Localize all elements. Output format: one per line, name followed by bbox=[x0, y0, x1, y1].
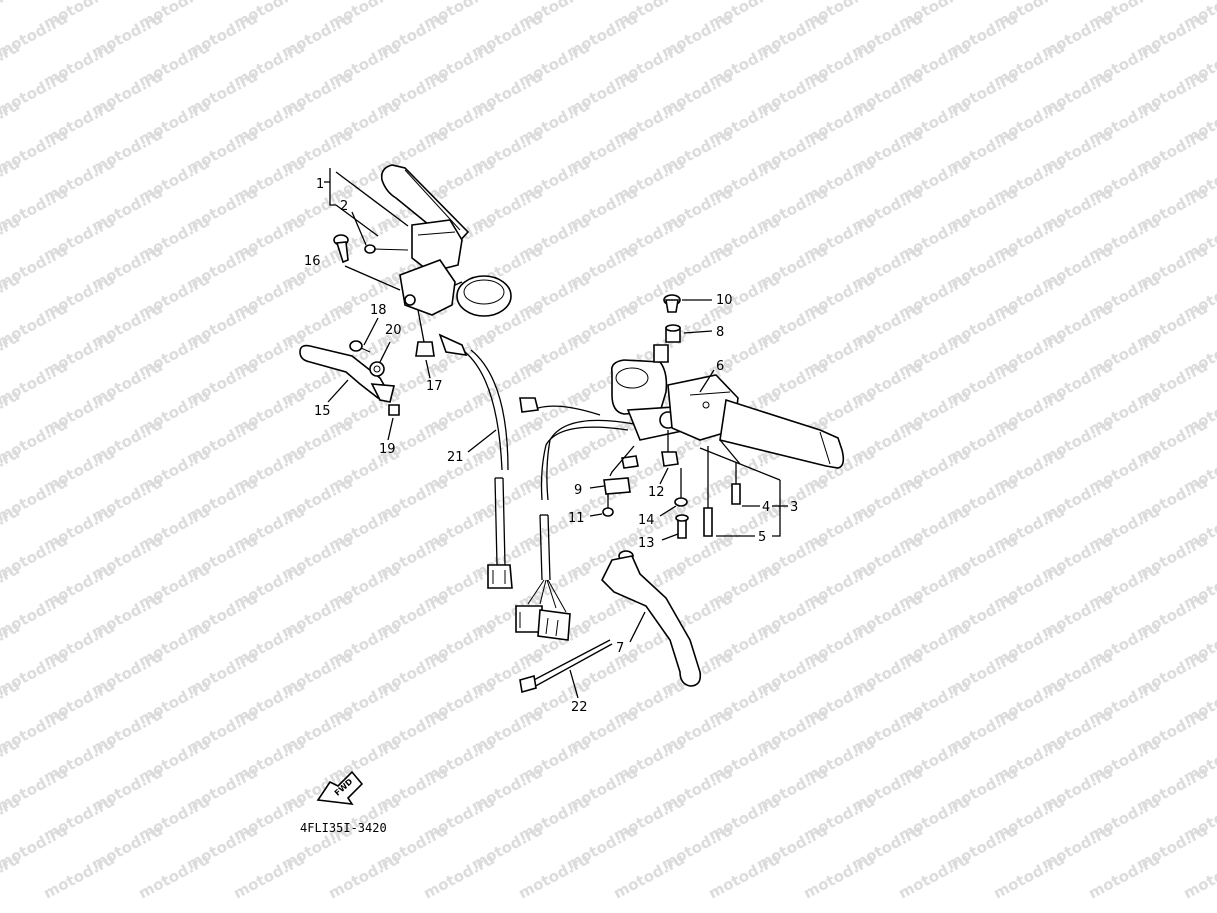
part-10-screw bbox=[663, 294, 681, 313]
callout-11: 11 bbox=[568, 511, 585, 526]
leader-18 bbox=[363, 317, 379, 346]
leader-2 bbox=[351, 211, 367, 246]
callout-18: 18 bbox=[370, 303, 387, 318]
callout-1: 1 bbox=[316, 177, 324, 192]
part-8-bushing bbox=[665, 324, 681, 343]
part-4-screw bbox=[731, 462, 741, 505]
leader-15 bbox=[327, 379, 349, 403]
part-18-bolt bbox=[349, 340, 371, 353]
leader-12 bbox=[659, 467, 669, 485]
part-9-front-brake-switch bbox=[603, 445, 639, 495]
part-14-washer bbox=[674, 468, 688, 507]
watermark-text: motod.ru bbox=[420, 850, 497, 902]
watermark-text: motod.ru bbox=[135, 850, 212, 902]
callout-9: 9 bbox=[574, 483, 582, 498]
callout-22: 22 bbox=[571, 700, 588, 715]
callout-3: 3 bbox=[790, 500, 798, 515]
right-handlebar-grip bbox=[719, 398, 845, 469]
part-16-bolt bbox=[333, 234, 349, 264]
callout-16: 16 bbox=[304, 254, 321, 269]
callout-12: 12 bbox=[648, 485, 665, 500]
part-12-nut bbox=[661, 430, 679, 467]
part-17-grommet bbox=[415, 309, 435, 357]
leader-19 bbox=[387, 417, 394, 441]
part-13-bolt bbox=[675, 514, 689, 539]
leader-22 bbox=[569, 669, 579, 699]
callout-17: 17 bbox=[426, 379, 443, 394]
part-19-nut bbox=[388, 404, 400, 416]
part-22-cable-tie bbox=[519, 639, 613, 694]
watermark-text: motod.ru bbox=[895, 850, 972, 902]
leader-7 bbox=[629, 611, 646, 643]
bracket-1 bbox=[329, 168, 336, 206]
callout-5: 5 bbox=[758, 530, 766, 545]
part-11-screw bbox=[602, 494, 614, 517]
callout-2: 2 bbox=[340, 199, 348, 214]
callout-14: 14 bbox=[638, 513, 655, 528]
leader-1b bbox=[335, 204, 379, 237]
leader-14 bbox=[659, 505, 677, 517]
watermark-text: motod.ru bbox=[705, 850, 782, 902]
callout-6: 6 bbox=[716, 359, 724, 374]
callout-7: 7 bbox=[616, 641, 624, 656]
watermark-text: motod.ru bbox=[990, 850, 1067, 902]
watermark-text: motod.ru bbox=[610, 850, 687, 902]
callout-4: 4 bbox=[762, 500, 770, 515]
leader-17 bbox=[425, 359, 431, 379]
callout-21: 21 bbox=[447, 450, 464, 465]
watermark-text: motod.ru bbox=[40, 850, 117, 902]
leader-1a bbox=[335, 171, 409, 227]
part-20-bushing bbox=[369, 361, 385, 377]
watermark-text: motod.ru bbox=[515, 850, 592, 902]
watermark-text: motod.ru bbox=[230, 850, 307, 902]
callout-19: 19 bbox=[379, 442, 396, 457]
watermark-text: motod.ru bbox=[1085, 850, 1162, 902]
part-2-screw bbox=[364, 244, 409, 254]
leader-6 bbox=[699, 369, 715, 393]
leader-16 bbox=[344, 265, 401, 291]
left-clutch-lever bbox=[299, 344, 396, 403]
part-7-brake-lever bbox=[601, 550, 702, 687]
leader-8 bbox=[683, 330, 713, 334]
left-switch-housing bbox=[411, 219, 463, 273]
leader-21 bbox=[467, 429, 497, 453]
watermark-text: motod.ru bbox=[0, 0, 23, 33]
part-21-clutch-cable bbox=[438, 333, 513, 589]
callout-13: 13 bbox=[638, 536, 655, 551]
leader-3c bbox=[719, 439, 741, 465]
diagram-code: 4FLI35I-3420 bbox=[300, 821, 387, 835]
watermark-text: motod.ru bbox=[1180, 850, 1217, 902]
part-5-screw bbox=[703, 446, 713, 537]
watermark-text: motod.ru bbox=[325, 850, 402, 902]
callout-20: 20 bbox=[385, 323, 402, 338]
watermark-text: motod.ru bbox=[800, 850, 877, 902]
callout-8: 8 bbox=[716, 325, 724, 340]
callout-15: 15 bbox=[314, 404, 331, 419]
bracket-3 bbox=[772, 480, 781, 537]
leader-9 bbox=[589, 485, 605, 489]
leader-11 bbox=[589, 513, 603, 517]
leader-20 bbox=[379, 341, 391, 363]
callout-10: 10 bbox=[716, 293, 733, 308]
leader-13 bbox=[661, 533, 679, 541]
clutch-lever-holder bbox=[399, 259, 512, 317]
right-switch-wire-harness bbox=[515, 397, 635, 641]
